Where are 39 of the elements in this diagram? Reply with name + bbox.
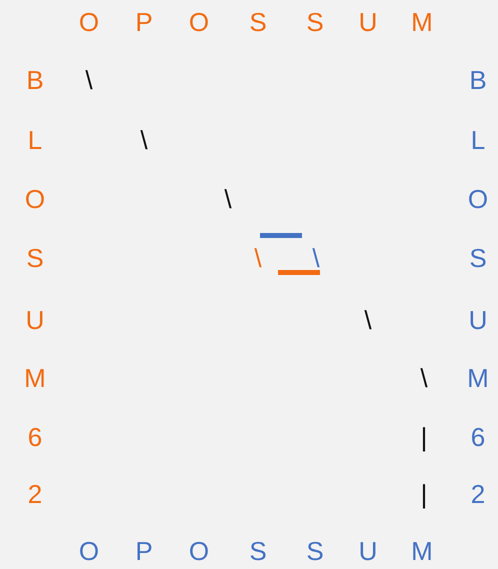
sequence-letter: B [26,65,44,95]
sequence-letter: M [411,7,433,37]
alignment-mark: \ [254,243,262,273]
sequence-letter: S [26,243,44,273]
alignment-mark: \ [85,65,93,95]
sequence-letter: O [78,536,100,566]
alignment-mark: | [420,422,428,452]
sequence-letter: S [249,7,267,37]
sequence-letter: 2 [28,479,42,509]
alignment-mark: \ [420,363,428,393]
sequence-letter: M [411,536,433,566]
sequence-letter: S [469,243,487,273]
sequence-letter: O [468,184,488,214]
alignment-mark: \ [312,243,320,273]
sequence-letter: M [24,363,46,393]
sequence-letter: S [249,536,267,566]
sequence-letter: U [358,7,378,37]
alignment-mark: \ [224,184,232,214]
sequence-letter: S [306,7,324,37]
sequence-letter: M [467,363,489,393]
sequence-letter: P [135,7,153,37]
sequence-letter: S [306,536,324,566]
sequence-letter: U [468,305,488,335]
sequence-letter: P [135,536,153,566]
sequence-letter: 2 [470,479,486,509]
alignment-mark: \ [364,305,372,335]
sequence-letter: O [24,184,46,214]
sequence-letter: U [358,536,378,566]
alignment-mark: \ [140,125,148,155]
sequence-letter: L [470,125,486,155]
sequence-letter: 6 [470,422,486,452]
sequence-letter: O [188,7,210,37]
sequence-letter: B [469,65,487,95]
alignment-mark: | [420,479,428,509]
sequence-letter: L [28,125,42,155]
sequence-letter: 6 [28,422,42,452]
sequence-letter: O [78,7,100,37]
sequence-letter: U [26,305,44,335]
sequence-letter: O [188,536,210,566]
